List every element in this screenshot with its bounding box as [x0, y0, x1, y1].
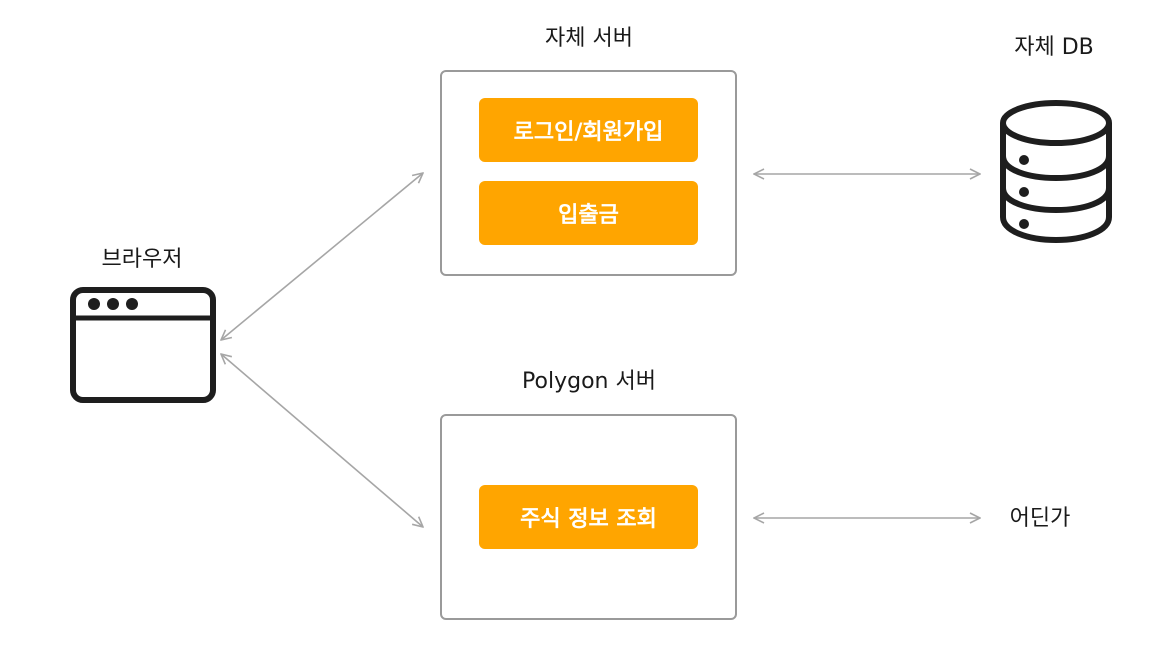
browser-label: 브라우저 [101, 247, 183, 272]
own-server-label: 자체 서버 [545, 26, 633, 51]
polygon-server-label: Polygon 서버 [522, 369, 656, 394]
arrow-browser-own-server [221, 173, 423, 340]
somewhere-label: 어딘가 [1009, 506, 1071, 531]
deposit-withdraw-feature: 입출금 [479, 181, 698, 245]
database-icon [1000, 100, 1112, 244]
browser-window-icon [70, 287, 216, 403]
arrow-browser-polygon-server [221, 354, 423, 527]
login-signup-feature: 로그인/회원가입 [479, 98, 698, 162]
stock-info-feature: 주식 정보 조회 [479, 485, 698, 549]
own-db-label: 자체 DB [1014, 35, 1094, 60]
